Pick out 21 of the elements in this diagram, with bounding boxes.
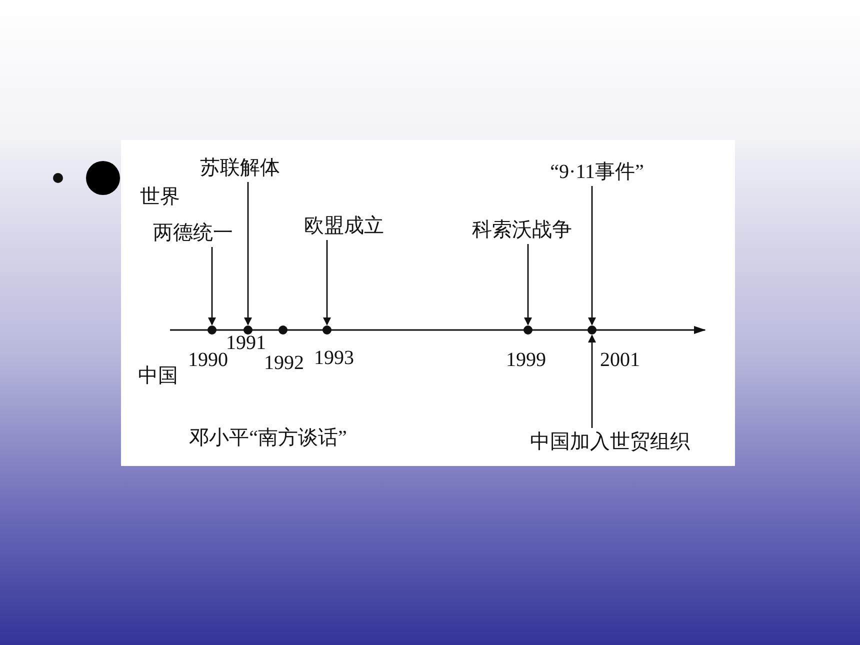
- year-label: 2001: [600, 349, 640, 371]
- event-label: 中国加入世贸组织: [530, 431, 690, 453]
- axis-label: 中国: [138, 365, 178, 387]
- arrow: [323, 240, 331, 326]
- year-label: 1990: [188, 349, 228, 371]
- event-label: 欧盟成立: [304, 215, 384, 237]
- arrow: [524, 244, 532, 326]
- arrow: [588, 186, 596, 326]
- year-label: 1999: [506, 349, 546, 371]
- event-label: 科索沃战争: [472, 219, 572, 241]
- axis-label: 世界: [140, 186, 180, 208]
- arrow: [588, 334, 596, 428]
- arrow: [244, 182, 252, 326]
- year-label: 1993: [314, 347, 354, 369]
- event-label: 邓小平“南方谈话”: [189, 427, 347, 449]
- event-label: 苏联解体: [200, 157, 280, 179]
- event-label: 两德统一: [153, 222, 233, 244]
- arrow: [208, 247, 216, 326]
- year-label: 1992: [264, 352, 304, 374]
- year-label: 1991: [226, 332, 266, 354]
- event-label: “9·11事件”: [550, 161, 644, 183]
